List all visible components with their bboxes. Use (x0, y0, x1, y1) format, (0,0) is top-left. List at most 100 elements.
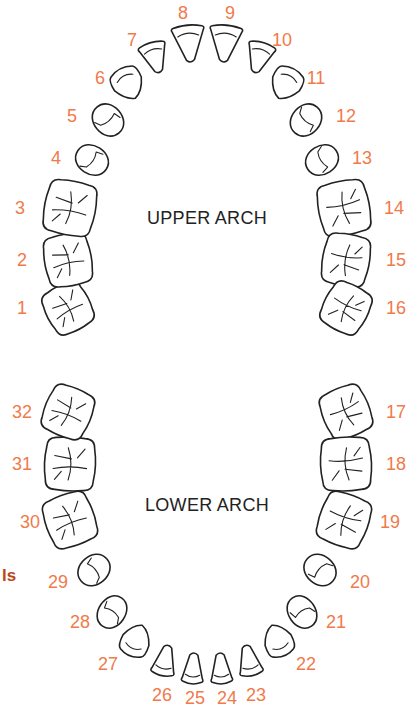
tooth-outline (91, 590, 132, 633)
tooth-fissure (50, 500, 91, 540)
tooth-crown (107, 62, 149, 105)
tooth-outline (281, 590, 322, 633)
tooth-number: 14 (384, 199, 404, 217)
tooth-fissure (100, 601, 125, 623)
tooth-fissure (80, 147, 103, 173)
tooth-fissure (273, 643, 289, 652)
tooth-crown (314, 177, 374, 240)
tooth-number: 13 (352, 149, 372, 167)
tooth-outline (70, 139, 114, 181)
tooth-outline (37, 380, 100, 444)
tooth-fissure (324, 189, 363, 227)
tooth-fissure (144, 47, 162, 54)
tooth-number: 4 (51, 149, 61, 167)
tooth-fissure (243, 665, 259, 671)
arch-label: UPPER ARCH (147, 209, 267, 227)
tooth-crown (300, 139, 344, 181)
tooth-outline (315, 276, 377, 339)
tooth-crown (312, 487, 376, 553)
tooth-number: 29 (48, 573, 68, 591)
tooth-number: 8 (178, 4, 188, 22)
tooth-outline (209, 652, 233, 684)
tooth-crown (91, 590, 132, 633)
tooth-outline (315, 380, 378, 444)
tooth-crown (265, 62, 307, 105)
tooth-crown (242, 39, 277, 77)
tooth-fissure (290, 601, 315, 623)
tooth-crown (70, 139, 114, 181)
tooth-outline (259, 620, 298, 661)
tooth-number: 30 (20, 513, 40, 531)
tooth-number: 25 (185, 689, 205, 707)
tooth-outline (298, 548, 342, 592)
tooth-fissure (82, 558, 106, 583)
tooth-fissure (326, 392, 366, 431)
tooth-outline (319, 436, 372, 492)
tooth-outline (234, 643, 264, 678)
tooth-crown (40, 230, 95, 289)
tooth-outline (300, 139, 344, 181)
tooth-fissure (281, 72, 298, 83)
tooth-number: 3 (15, 199, 25, 217)
tooth-fissure (328, 242, 364, 278)
tooth-fissure (125, 643, 141, 652)
tooth-outline (284, 98, 328, 142)
tooth-crown (315, 276, 377, 339)
tooth-crown (284, 98, 328, 142)
tooth-crown (259, 620, 298, 661)
tooth-number: 22 (296, 655, 316, 673)
tooth-number: 20 (350, 573, 370, 591)
tooth-crown (298, 548, 342, 592)
tooth-number: 6 (95, 69, 105, 87)
tooth-outline (38, 487, 102, 553)
tooth-crown (209, 652, 233, 684)
tooth-number: 27 (98, 655, 118, 673)
tooth-crown (171, 24, 207, 64)
tooth-outline (171, 24, 207, 64)
tooth-number: 19 (380, 513, 400, 531)
tooth-fissure (50, 242, 86, 278)
arch-label: LOWER ARCH (145, 496, 269, 514)
tooth-crown (315, 380, 378, 444)
tooth-crown (281, 590, 322, 633)
tooth-crown (116, 620, 155, 661)
tooth-outline (150, 643, 180, 678)
tooth-crown (137, 39, 172, 77)
tooth-number: 12 (336, 107, 356, 125)
tooth-outline (137, 39, 172, 77)
tooth-number: 23 (246, 686, 266, 704)
tooth-crown (234, 643, 264, 678)
tooth-fissure (326, 289, 365, 328)
tooth-fissure (155, 665, 171, 671)
tooth-number: 31 (12, 455, 32, 473)
tooth-fissure (252, 47, 270, 54)
tooth-outline (312, 487, 376, 553)
tooth-fissure (308, 557, 332, 582)
tooth-outline (40, 230, 95, 289)
tooth-crown (37, 380, 100, 444)
tooth-fissure (215, 32, 236, 37)
tooth-fissure (95, 108, 120, 132)
tooth-crown (40, 177, 100, 240)
tooth-crown (43, 436, 96, 492)
tooth-crown (72, 548, 116, 592)
tooth-fissure (53, 447, 88, 481)
tooth-outline (72, 548, 116, 592)
tooth-fissure (214, 674, 229, 677)
tooth-crown (86, 98, 130, 142)
tooth-number: 32 (12, 403, 32, 421)
tooth-outline (314, 177, 374, 240)
tooth-number: 18 (386, 455, 406, 473)
cropped-text: ls (2, 567, 16, 584)
tooth-outline (181, 652, 205, 684)
tooth-crown (150, 643, 180, 678)
tooth-number: 16 (386, 299, 406, 317)
tooth-outline (242, 39, 277, 77)
tooth-fissure (311, 146, 334, 172)
tooth-number: 11 (307, 69, 326, 87)
tooth-crown (38, 487, 102, 553)
tooth-number: 17 (386, 403, 406, 421)
tooth-outline (207, 24, 243, 64)
tooth-number: 28 (70, 613, 90, 631)
